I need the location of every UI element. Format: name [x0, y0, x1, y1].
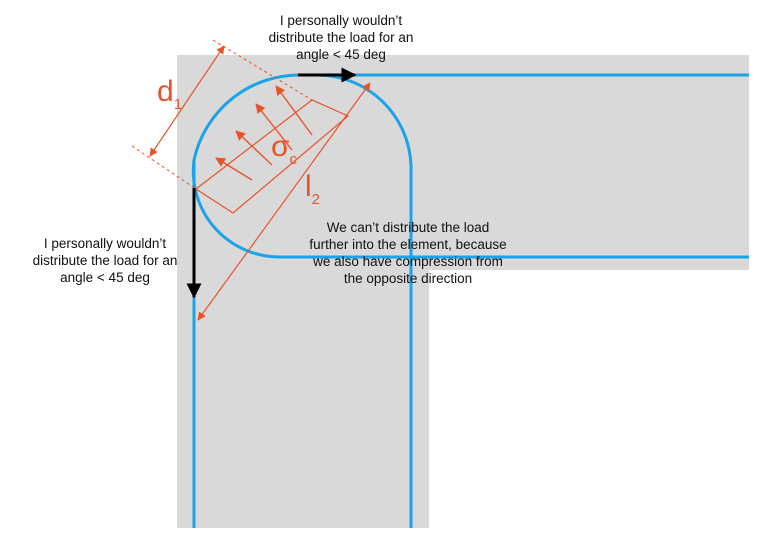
l2-label: l2 — [305, 170, 320, 208]
concrete-element — [177, 55, 749, 528]
top-note: I personally wouldn’t distribute the loa… — [268, 13, 414, 62]
l2-dimension-line — [197, 82, 371, 321]
d1-extension-bottom — [131, 145, 197, 190]
left-note: I personally wouldn’t distribute the loa… — [32, 236, 178, 285]
d1-label: d1 — [157, 75, 182, 113]
d1-dimension-line — [149, 45, 225, 157]
middle-note: We can’t distribute the load further int… — [309, 220, 507, 286]
sigma-c-label: σc — [271, 130, 298, 168]
